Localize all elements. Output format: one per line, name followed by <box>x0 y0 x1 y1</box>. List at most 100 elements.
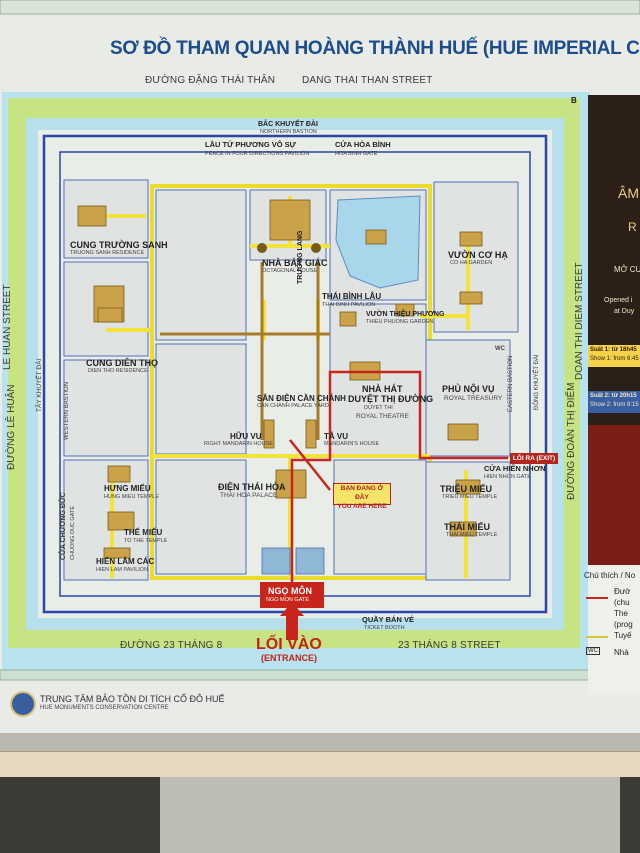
label-the-mieu: THẾ MIẾU <box>124 528 163 537</box>
legend-item3: Nhà <box>614 648 629 657</box>
wc-icon: WC <box>495 346 505 352</box>
label-san-dien-can-chanh: SÂN ĐIỆN CẦN CHÁNH <box>257 394 346 403</box>
label-hien-lam-cac-en: HIEN LAM PAVILION <box>96 567 149 573</box>
show2-band: Suất 2: từ 20h15 Show 2: from 8:15 <box>588 391 640 413</box>
label-hung-mieu: HƯNG MIẾU <box>104 484 151 493</box>
label-western-bastion: WESTERN BASTION <box>64 381 70 440</box>
street-right-vn: ĐƯỜNG ĐOÀN THỊ ĐIỂM <box>566 382 577 501</box>
label-san-dien-can-chanh-en: CAN CHANH PALACE YARD <box>257 403 329 409</box>
legend-panel: Chú thích / No Đườ (chu The (prog Tuyế W… <box>584 565 640 695</box>
map-title: SƠ ĐỒ THAM QUAN HOÀNG THÀNH HUẾ (HUE IMP… <box>110 38 640 59</box>
poster-line5: at Duy <box>614 308 635 315</box>
label-vuon-thieu-phuong: VƯỜN THIỆU PHƯƠNG <box>366 311 445 318</box>
legend-item1d: (prog <box>614 620 633 629</box>
you-are-here-en: YOU ARE HERE <box>337 503 387 510</box>
visit-route <box>289 370 508 630</box>
label-thai-binh-lau-en: THAI BINH PAVILION <box>322 302 376 308</box>
label-bac-khuyet-dai-en: NORTHERN BASTION <box>260 129 317 135</box>
sign-ledge <box>0 751 640 778</box>
poster-line2: R <box>628 220 637 234</box>
legend-path-line <box>586 636 608 638</box>
label-hien-lam-cac: HIỂN LÂM CÁC <box>96 557 155 566</box>
label-thai-mieu: THÁI MIẾU <box>444 522 490 532</box>
label-dien-thai-hoa: ĐIỆN THÁI HÒA <box>218 482 286 492</box>
footer-org-en: HUE MONUMENTS CONSERVATION CENTRE <box>40 705 169 711</box>
label-vuon-thieu-phuong-en: THIEU PHUONG GARDEN <box>366 319 434 325</box>
label-eastern-bastion: EASTERN BASTION <box>508 355 514 412</box>
label-ngo-mon-en: NGO MON GATE <box>266 597 309 603</box>
street-bottom-en: 23 THÁNG 8 STREET <box>398 640 501 651</box>
label-ta-vu: TẢ VU <box>324 432 348 441</box>
entrance-label: LỐI VÀO <box>256 636 322 653</box>
label-ta-vu-en: MANDARIN'S HOUSE <box>324 441 380 447</box>
label-vuon-co-ha: VƯỜN CƠ HẠ <box>448 250 508 260</box>
legend-wc-icon: WC <box>586 647 600 655</box>
label-cua-hien-nhon: CỬA HIỂN NHƠN <box>484 464 546 473</box>
show2-en: Show 2: from 8:15 <box>590 402 639 408</box>
label-trieu-mieu-en: TRIEU MIEU TEMPLE <box>442 494 498 500</box>
entrance-label-en: (ENTRANCE) <box>261 653 317 663</box>
conservation-centre-logo <box>10 691 36 717</box>
footer-org-vn: TRUNG TÂM BẢO TỒN DI TÍCH CỐ ĐÔ HUẾ <box>40 694 225 704</box>
label-thai-binh-lau: THÁI BÌNH LÂU <box>322 292 382 301</box>
street-top-vn: ĐƯỜNG ĐẶNG THÁI THÂN <box>145 75 276 86</box>
poster-line1: ÂM <box>618 185 639 201</box>
citadel-map <box>0 0 640 681</box>
north-marker: B <box>571 96 577 105</box>
label-cua-hien-nhon-en: HIEN NHON GATE <box>484 474 531 480</box>
label-cung-dien-tho: CUNG DIÊN THỌ <box>86 358 158 368</box>
legend-item2: Tuyế <box>614 631 632 640</box>
label-quay-ban-ve: QUẦY BÁN VÉ <box>362 615 414 624</box>
poster-line3: MỞ CU <box>614 265 640 274</box>
label-tay-khuyet-dai: TÂY KHUYẾT ĐÀI <box>36 358 43 412</box>
label-thai-mieu-en: THAI MIEU TEMPLE <box>446 532 498 538</box>
label-huu-vu: HỮU VU <box>230 432 262 441</box>
label-the-mieu-en: TO THE TEMPLE <box>124 538 168 544</box>
you-are-here-marker: BẠN ĐANG Ở ĐÂY YOU ARE HERE <box>333 483 391 510</box>
legend-item1c: The <box>614 609 628 618</box>
label-quay-ban-ve-en: TICKET BOOTH <box>364 625 405 631</box>
street-left-en: LE HUAN STREET <box>2 284 13 370</box>
label-lau-tu-phuong-en: PEACE IN FOUR DIRECTIONS PAVILION <box>205 151 310 157</box>
label-truong-lang: TRƯỜNG LANG <box>297 230 304 284</box>
label-duyet-thi-en1: DUYET THI <box>364 405 393 411</box>
show1-en: Show 1: from 6:45 <box>590 356 639 362</box>
lotus-ponds <box>261 547 325 575</box>
label-phu-noi-vu: PHỦ NỘI VỤ <box>442 384 495 394</box>
map-board: SƠ ĐỒ THAM QUAN HOÀNG THÀNH HUẾ (HUE IMP… <box>0 0 640 748</box>
entrance-arrow <box>280 602 304 640</box>
label-huu-vu-en: RIGHT MANDARIN HOUSE <box>204 441 273 447</box>
label-cua-chuong-duc: CỬA CHƯƠNG ĐỨC <box>60 492 67 560</box>
top-border <box>0 0 640 15</box>
street-bottom-vn: ĐƯỜNG 23 THÁNG 8 <box>120 640 223 651</box>
show1-vn: Suất 1: từ 18h45 <box>590 347 637 353</box>
shadow-left <box>0 777 160 853</box>
label-cung-truong-sanh-en: TRUONG SANH RESIDENCE <box>70 250 145 256</box>
shadow-right <box>620 777 640 853</box>
legend-route-line <box>586 597 608 599</box>
label-nha-bat-giac: NHÀ BÁT GIÁC <box>262 258 328 268</box>
legend-title: Chú thích / No <box>584 571 636 580</box>
sign-frame-bottom <box>0 733 640 751</box>
label-lau-tu-phuong: LẦU TỨ PHƯƠNG VÔ SỰ <box>205 140 296 149</box>
label-vuon-co-ha-en: CO HA GARDEN <box>450 260 493 266</box>
label-nha-bat-giac-en: OCTAGONAL HOUSE <box>262 268 318 274</box>
label-dong-khuyet-dai: ĐÔNG KHUYẾT ĐÀI <box>534 354 540 410</box>
bottom-border <box>0 669 640 681</box>
show-poster: ÂM R MỞ CU Opened i at Duy Suất 1: từ 18… <box>584 95 640 695</box>
granite-base <box>160 777 620 853</box>
corridors <box>160 262 330 440</box>
street-right-en: DOAN THI DIEM STREET <box>574 262 585 380</box>
octagonal-pavilions <box>257 243 321 253</box>
label-hung-mieu-en: HUNG MIEU TEMPLE <box>104 494 159 500</box>
label-trieu-mieu: TRIỆU MIẾU <box>440 484 493 494</box>
label-bac-khuyet-dai: BẮC KHUYẾT ĐÀI <box>258 121 318 128</box>
legend-item1b: (chu <box>614 598 630 607</box>
label-nha-hat: NHÀ HÁT <box>362 384 403 394</box>
label-duyet-thi-duong: DUYỆT THỊ ĐƯỜNG <box>348 394 434 404</box>
label-cung-dien-tho-en: DIEN THO RESIDENCE <box>88 368 148 374</box>
poster-performers-photo <box>588 425 640 565</box>
label-cua-hoa-binh-en: HOA BINH GATE <box>335 151 378 157</box>
legend-item1: Đườ <box>614 587 631 596</box>
label-cua-chuong-duc-en: CHUONG DUC GATE <box>70 506 76 560</box>
